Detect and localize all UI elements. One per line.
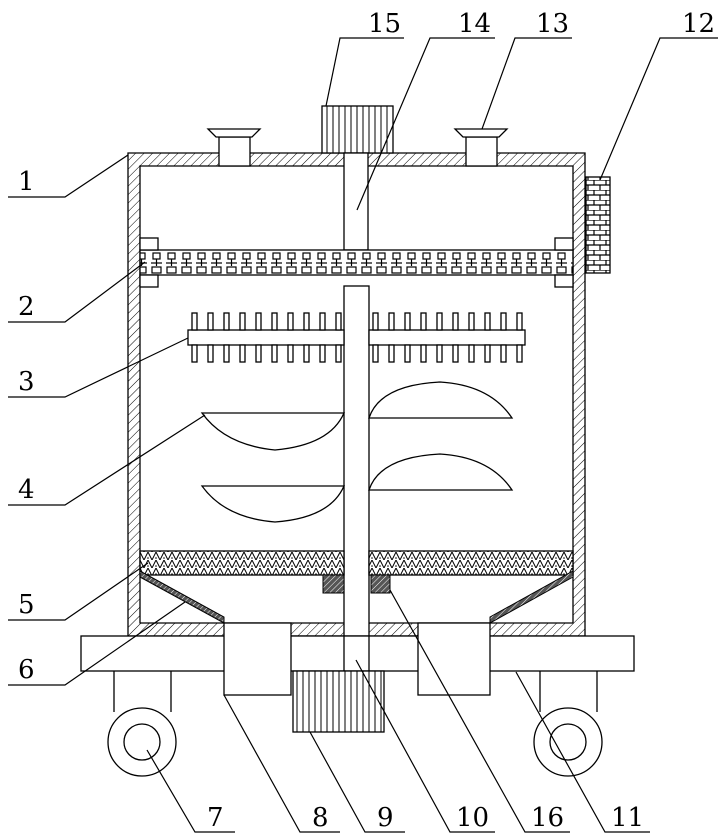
rake-tooth [192,345,197,362]
side-door [586,177,610,273]
rake-tooth [421,313,426,330]
rake-tooth [501,345,506,362]
rake-tooth [517,313,522,330]
rake-tooth [405,345,410,362]
funnel-plate [140,571,224,623]
label-6: 6 [18,655,35,685]
rake-tooth [272,345,277,362]
top-motor [322,106,393,153]
rake-tooth [389,345,394,362]
filter-plate [140,250,573,275]
screen-plate [369,551,573,575]
wheel-left [108,671,176,776]
rake-tooth [373,345,378,362]
rake-tooth [256,313,261,330]
rake-tooth [469,345,474,362]
discharge-outlet [224,623,291,695]
label-10: 10 [456,803,489,833]
rake-tooth [304,313,309,330]
label-13: 13 [536,9,569,39]
bracket [140,238,158,250]
label-8: 8 [312,803,329,833]
label-11: 11 [611,803,644,833]
rake-tooth [501,313,506,330]
rake-tooth [192,313,197,330]
rake-tooth [272,313,277,330]
bracket [555,275,573,287]
label-2: 2 [18,292,35,322]
label-4: 4 [18,475,35,505]
rake-tooth [240,345,245,362]
label-14: 14 [458,9,491,39]
label-12: 12 [682,9,715,39]
label-16: 16 [531,803,564,833]
rake-tooth [320,345,325,362]
rake-tooth [421,345,426,362]
funnel-plate [490,571,573,623]
rake-tooth [256,345,261,362]
screen-plate [140,551,344,575]
rake-tooth [437,345,442,362]
upper-shaft [344,153,368,250]
rake-tooth [288,345,293,362]
rake-tooth [240,313,245,330]
rake-tooth [224,345,229,362]
rake-tooth [320,313,325,330]
rake-tooth [389,313,394,330]
label-5: 5 [18,590,35,620]
rake-tooth [453,313,458,330]
rake-tooth [437,313,442,330]
rake-tooth [208,345,213,362]
vibration-block [323,575,344,593]
rake-tooth [288,313,293,330]
rake-tooth [517,345,522,362]
rake-tooth [485,345,490,362]
label-7: 7 [207,803,224,833]
label-3: 3 [18,367,35,397]
rake-tooth [469,313,474,330]
rake-tooth [224,313,229,330]
rake-tooth [453,345,458,362]
rake-tooth [336,313,341,330]
bracket [555,238,573,250]
main-shaft [344,286,369,671]
bottom-motor [293,671,384,732]
rake-tooth [373,313,378,330]
rake-tooth [304,345,309,362]
label-15: 15 [368,9,401,39]
vibration-block [371,575,390,593]
rake-tooth [405,313,410,330]
rake-tooth [208,313,213,330]
rake-tooth [336,345,341,362]
label-1: 1 [18,167,35,197]
bracket [140,275,158,287]
label-9: 9 [377,803,394,833]
rake-tooth [485,313,490,330]
